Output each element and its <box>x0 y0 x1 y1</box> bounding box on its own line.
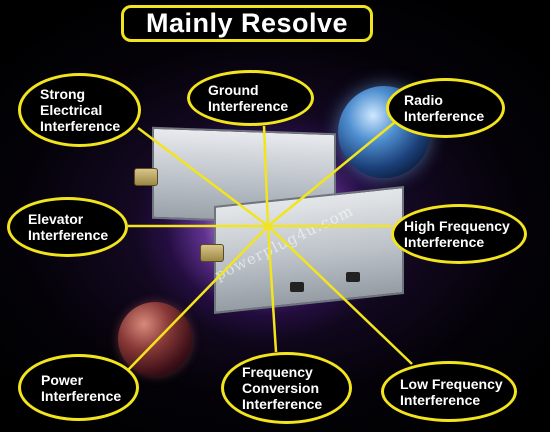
bubble-radio: Radio Interference <box>386 78 505 138</box>
title-box: Mainly Resolve <box>121 5 373 42</box>
bubble-frequency-conversion: Frequency Conversion Interference <box>221 352 352 424</box>
bubble-label: Ground Interference <box>208 82 289 114</box>
bubble-ground: Ground Interference <box>187 70 314 126</box>
bnc-connector-icon <box>200 244 224 262</box>
diagram-title: Mainly Resolve <box>145 8 349 38</box>
bubble-elevator: Elevator Interference <box>7 197 128 257</box>
bubble-label: High Frequency Interference <box>404 218 510 250</box>
bubble-label: Frequency Conversion Interference <box>242 364 323 412</box>
ray-power <box>127 225 269 371</box>
ray-frequency-conversion <box>266 225 278 353</box>
ray-ground <box>262 125 270 227</box>
bnc-connector-icon <box>134 168 158 186</box>
ray-low-frequency <box>267 225 413 365</box>
ray-strong <box>137 127 269 227</box>
bubble-power: Power Interference <box>18 354 139 421</box>
bubble-label: Radio Interference <box>404 92 485 124</box>
red-planet <box>118 302 192 376</box>
ray-radio <box>267 121 396 227</box>
bubble-label: Strong Electrical Interference <box>40 86 121 134</box>
bubble-strong-electrical: Strong Electrical Interference <box>18 73 141 147</box>
bubble-label: Low Frequency Interference <box>400 375 503 408</box>
device-port-icon <box>346 272 360 282</box>
bubble-low-frequency: Low Frequency Interference <box>381 361 517 422</box>
device-port-icon <box>290 282 304 292</box>
bubble-high-frequency: High Frequency Interference <box>391 204 527 264</box>
bubble-label: Power Interference <box>41 371 122 404</box>
bubble-label: Elevator Interference <box>28 211 109 243</box>
